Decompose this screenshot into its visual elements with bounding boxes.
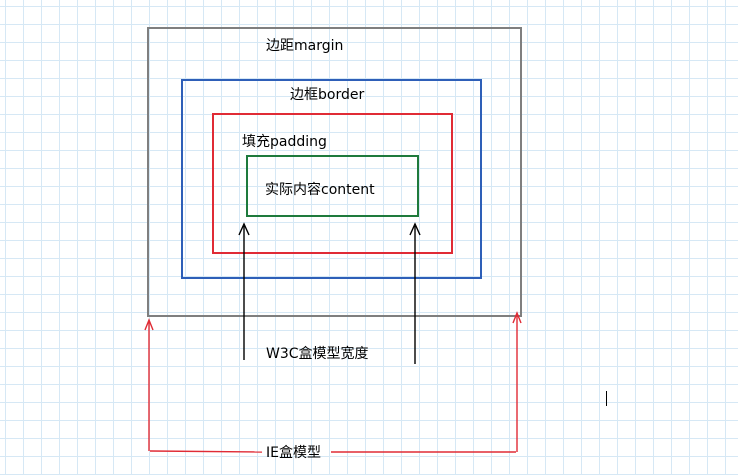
text-cursor — [606, 391, 607, 406]
content-label: 实际内容content — [265, 182, 375, 198]
content-box — [246, 155, 419, 217]
padding-box — [212, 113, 453, 254]
w3c-right-arrow — [409, 222, 421, 364]
ie-box-model-label: IE盒模型 — [266, 445, 321, 461]
border-box — [181, 79, 482, 279]
w3c-left-arrow — [238, 222, 250, 360]
margin-box — [147, 27, 522, 317]
w3c-width-label: W3C盒模型宽度 — [266, 346, 369, 362]
ie-left-arrow — [144, 318, 154, 451]
border-label: 边框border — [290, 87, 365, 103]
ie-right-arrow — [512, 311, 522, 452]
ie-bottom-line — [149, 450, 516, 453]
padding-label: 填充padding — [242, 134, 327, 150]
margin-label: 边距margin — [266, 38, 344, 54]
